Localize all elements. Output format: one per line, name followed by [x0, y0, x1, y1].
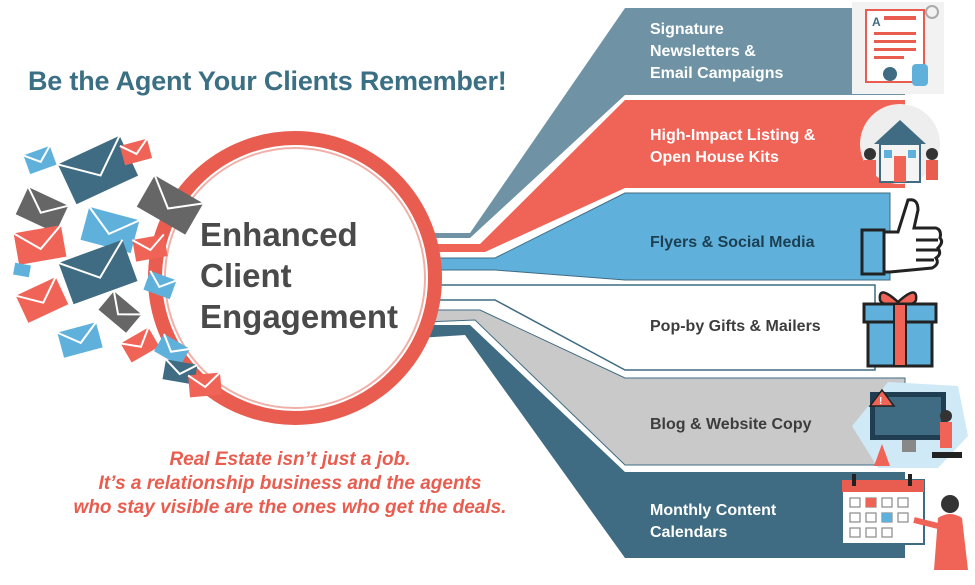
service-label-line: Blog & Website Copy — [650, 416, 812, 433]
service-label-line: Signature — [650, 21, 724, 38]
svg-text:A: A — [872, 15, 881, 29]
center-label-line: Client — [200, 257, 292, 294]
thumbs-up-icon — [860, 198, 944, 276]
service-label-calendars: Monthly Content Calendars — [650, 500, 776, 544]
service-label-line: Monthly Content — [650, 502, 777, 519]
page-title: Be the Agent Your Clients Remember! — [28, 66, 507, 96]
service-label-line: Open House Kits — [650, 149, 779, 166]
service-label-line: Calendars — [650, 524, 728, 541]
band-calendars — [418, 325, 905, 558]
center-label-line: Enhanced — [200, 216, 358, 253]
service-label-listing-kits: High-Impact Listing & Open House Kits — [650, 125, 815, 169]
tagline-line: Real Estate isn’t just a job. — [169, 449, 411, 470]
service-label-flyers: Flyers & Social Media — [650, 232, 815, 254]
open-house-icon — [860, 104, 940, 184]
center-label: Enhanced Client Engagement — [200, 214, 440, 337]
svg-text:!: ! — [879, 396, 882, 407]
service-label-line: Email Campaigns — [650, 65, 784, 82]
tagline: Real Estate isn’t just a job. It’s a rel… — [30, 448, 550, 520]
band-newsletters — [420, 8, 905, 238]
service-bands — [418, 8, 906, 558]
gift-box-icon — [862, 291, 938, 368]
website-construction-icon: ! — [852, 382, 968, 468]
envelope-cluster — [13, 135, 222, 398]
service-label-line: High-Impact Listing & — [650, 127, 816, 144]
newsletter-document-icon: A — [852, 2, 944, 94]
band-gifts — [431, 284, 876, 371]
tagline-line: It’s a relationship business and the age… — [98, 473, 482, 494]
service-label-line: Pop-by Gifts & Mailers — [650, 318, 821, 335]
band-flyers — [429, 192, 891, 281]
service-label-line: Newsletters & — [650, 43, 756, 60]
service-label-gifts: Pop-by Gifts & Mailers — [650, 316, 821, 338]
band-listing-kits — [425, 100, 905, 252]
center-label-line: Engagement — [200, 298, 399, 335]
service-label-line: Flyers & Social Media — [650, 234, 815, 251]
service-label-newsletters: Signature Newsletters & Email Campaigns — [650, 19, 783, 85]
content-calendar-icon — [841, 474, 968, 570]
service-label-blog: Blog & Website Copy — [650, 414, 812, 436]
tagline-line: who stay visible are the ones who get th… — [73, 497, 507, 518]
